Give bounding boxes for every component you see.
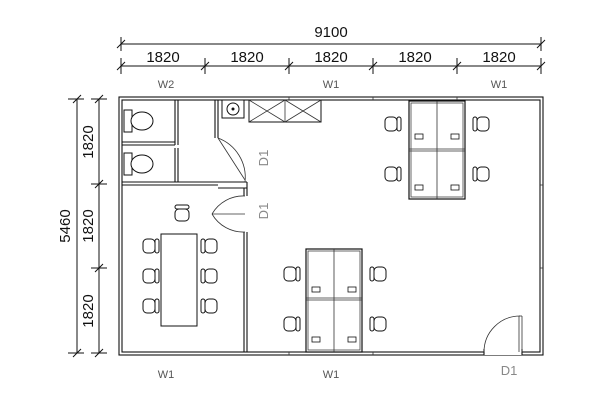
sink-icon bbox=[221, 99, 245, 119]
left-segment-label-2: 1820 bbox=[80, 209, 97, 242]
top-segment-label-4: 1820 bbox=[398, 49, 431, 66]
window-label-top-w2: W2 bbox=[158, 79, 175, 91]
window-label-bottom-w1-center: W1 bbox=[323, 369, 340, 381]
chair-icon bbox=[200, 268, 218, 284]
toilet-icon bbox=[123, 152, 154, 176]
top-segment-label-1: 1820 bbox=[146, 49, 179, 66]
chair-icon bbox=[142, 298, 160, 314]
meeting-room-walls bbox=[243, 188, 248, 352]
toilet-area bbox=[122, 100, 248, 189]
workstation-cluster bbox=[408, 100, 466, 200]
chair-icon bbox=[384, 166, 402, 182]
window-label-top-w1-center: W1 bbox=[323, 79, 340, 91]
workstation-cluster bbox=[305, 248, 363, 353]
total-width-label: 9100 bbox=[314, 24, 347, 41]
chair-icon bbox=[283, 316, 301, 332]
door-label-toilet-upper: D1 bbox=[256, 150, 271, 167]
door-label-entrance: D1 bbox=[501, 363, 518, 378]
storage-cabinet bbox=[248, 99, 322, 123]
chair-icon bbox=[142, 238, 160, 254]
left-segment-label-3: 1820 bbox=[80, 294, 97, 327]
chair-icon bbox=[283, 266, 301, 282]
door-label-toilet-lower: D1 bbox=[256, 203, 271, 220]
chair-icon bbox=[200, 238, 218, 254]
top-segment-label-3: 1820 bbox=[314, 49, 347, 66]
chair-icon bbox=[142, 268, 160, 284]
window-label-bottom-w1-left: W1 bbox=[158, 369, 175, 381]
chair-icon bbox=[174, 204, 190, 222]
top-segment-label-5: 1820 bbox=[482, 49, 515, 66]
chair-icon bbox=[369, 316, 387, 332]
total-height-label: 5460 bbox=[57, 209, 74, 242]
door-swing bbox=[217, 137, 246, 183]
chair-icon bbox=[472, 116, 490, 132]
door-swing bbox=[211, 195, 246, 233]
toilet-icon bbox=[123, 109, 154, 133]
meeting-table bbox=[160, 233, 198, 327]
chair-icon bbox=[200, 298, 218, 314]
chair-icon bbox=[472, 166, 490, 182]
entrance-door bbox=[483, 315, 523, 355]
left-segment-label-1: 1820 bbox=[80, 125, 97, 158]
top-segment-label-2: 1820 bbox=[230, 49, 263, 66]
top-dimension-lines bbox=[116, 37, 546, 74]
chair-icon bbox=[369, 266, 387, 282]
chair-icon bbox=[384, 116, 402, 132]
window-label-top-w1-right: W1 bbox=[491, 79, 508, 91]
left-dimension-lines bbox=[68, 94, 107, 358]
